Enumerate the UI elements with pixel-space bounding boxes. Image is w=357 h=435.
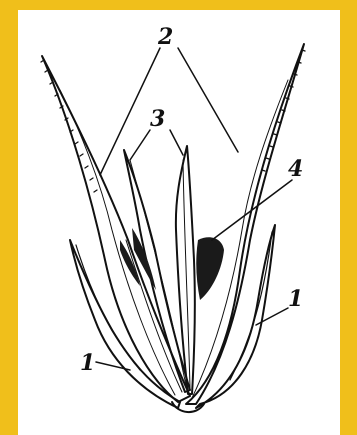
leader-2-right (178, 48, 238, 152)
label-2: 2 (157, 24, 173, 50)
label-1-left: 1 (80, 350, 95, 376)
right-lemma-serration (262, 50, 305, 171)
anther-right (196, 237, 224, 300)
leader-1-right (256, 308, 288, 325)
label-3: 3 (150, 106, 165, 132)
leader-3-right (170, 130, 183, 155)
floret-center (176, 146, 195, 394)
label-1-right: 1 (288, 286, 303, 312)
leader-3-left (130, 130, 150, 160)
leader-1-left (96, 362, 130, 370)
left-lemma (42, 56, 190, 402)
label-4: 4 (288, 156, 303, 182)
